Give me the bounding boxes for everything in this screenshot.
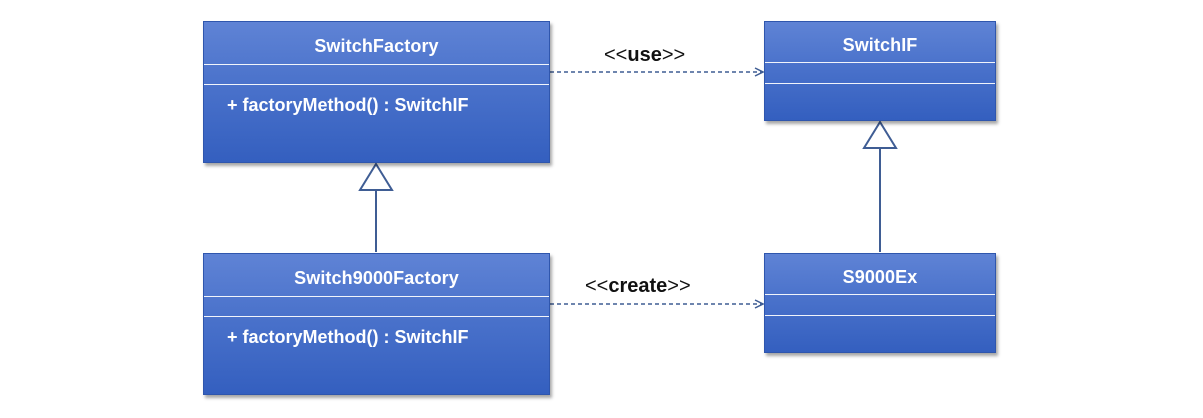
s9000ex-separator-top [765,294,995,295]
switchif-class-box: SwitchIF [764,21,996,121]
s9000ex-separator-bottom [765,315,995,316]
use-stereotype-open: << [604,44,628,66]
switchif-separator-bottom [765,83,995,84]
s9000ex-class-box: S9000Ex [764,253,996,353]
switch-factory-class-name: SwitchFactory [314,36,439,56]
switch-factory-separator-bottom [204,84,549,85]
use-stereotype-close: >> [661,44,686,66]
switch-factory-separator-top [204,64,549,65]
s9000ex-class-name: S9000Ex [842,267,918,287]
switch9000-factory-separator-top [204,296,549,297]
create-stereotype-label: <<create>> [585,276,691,296]
switch9000-factory-class-box: Switch9000Factory + factoryMethod() : Sw… [203,253,550,395]
use-stereotype-name: use [627,44,662,66]
switch9000-factory-class-name: Switch9000Factory [294,268,459,288]
use-stereotype-label: <<use>> [604,45,685,65]
switch-factory-class-box: SwitchFactory + factoryMethod() : Switch… [203,21,550,163]
create-stereotype-name: create [608,275,668,297]
create-stereotype-open: << [585,275,609,297]
switchif-separator-top [765,62,995,63]
switchif-class-name: SwitchIF [842,35,918,55]
switchif-generalization-triangle [862,120,898,149]
switch-factory-method: + factoryMethod() : SwitchIF [227,95,469,115]
factory-generalization-triangle [358,162,394,191]
switch9000-factory-method: + factoryMethod() : SwitchIF [227,327,469,347]
create-stereotype-close: >> [667,275,691,297]
switch9000-factory-separator-bottom [204,316,549,317]
